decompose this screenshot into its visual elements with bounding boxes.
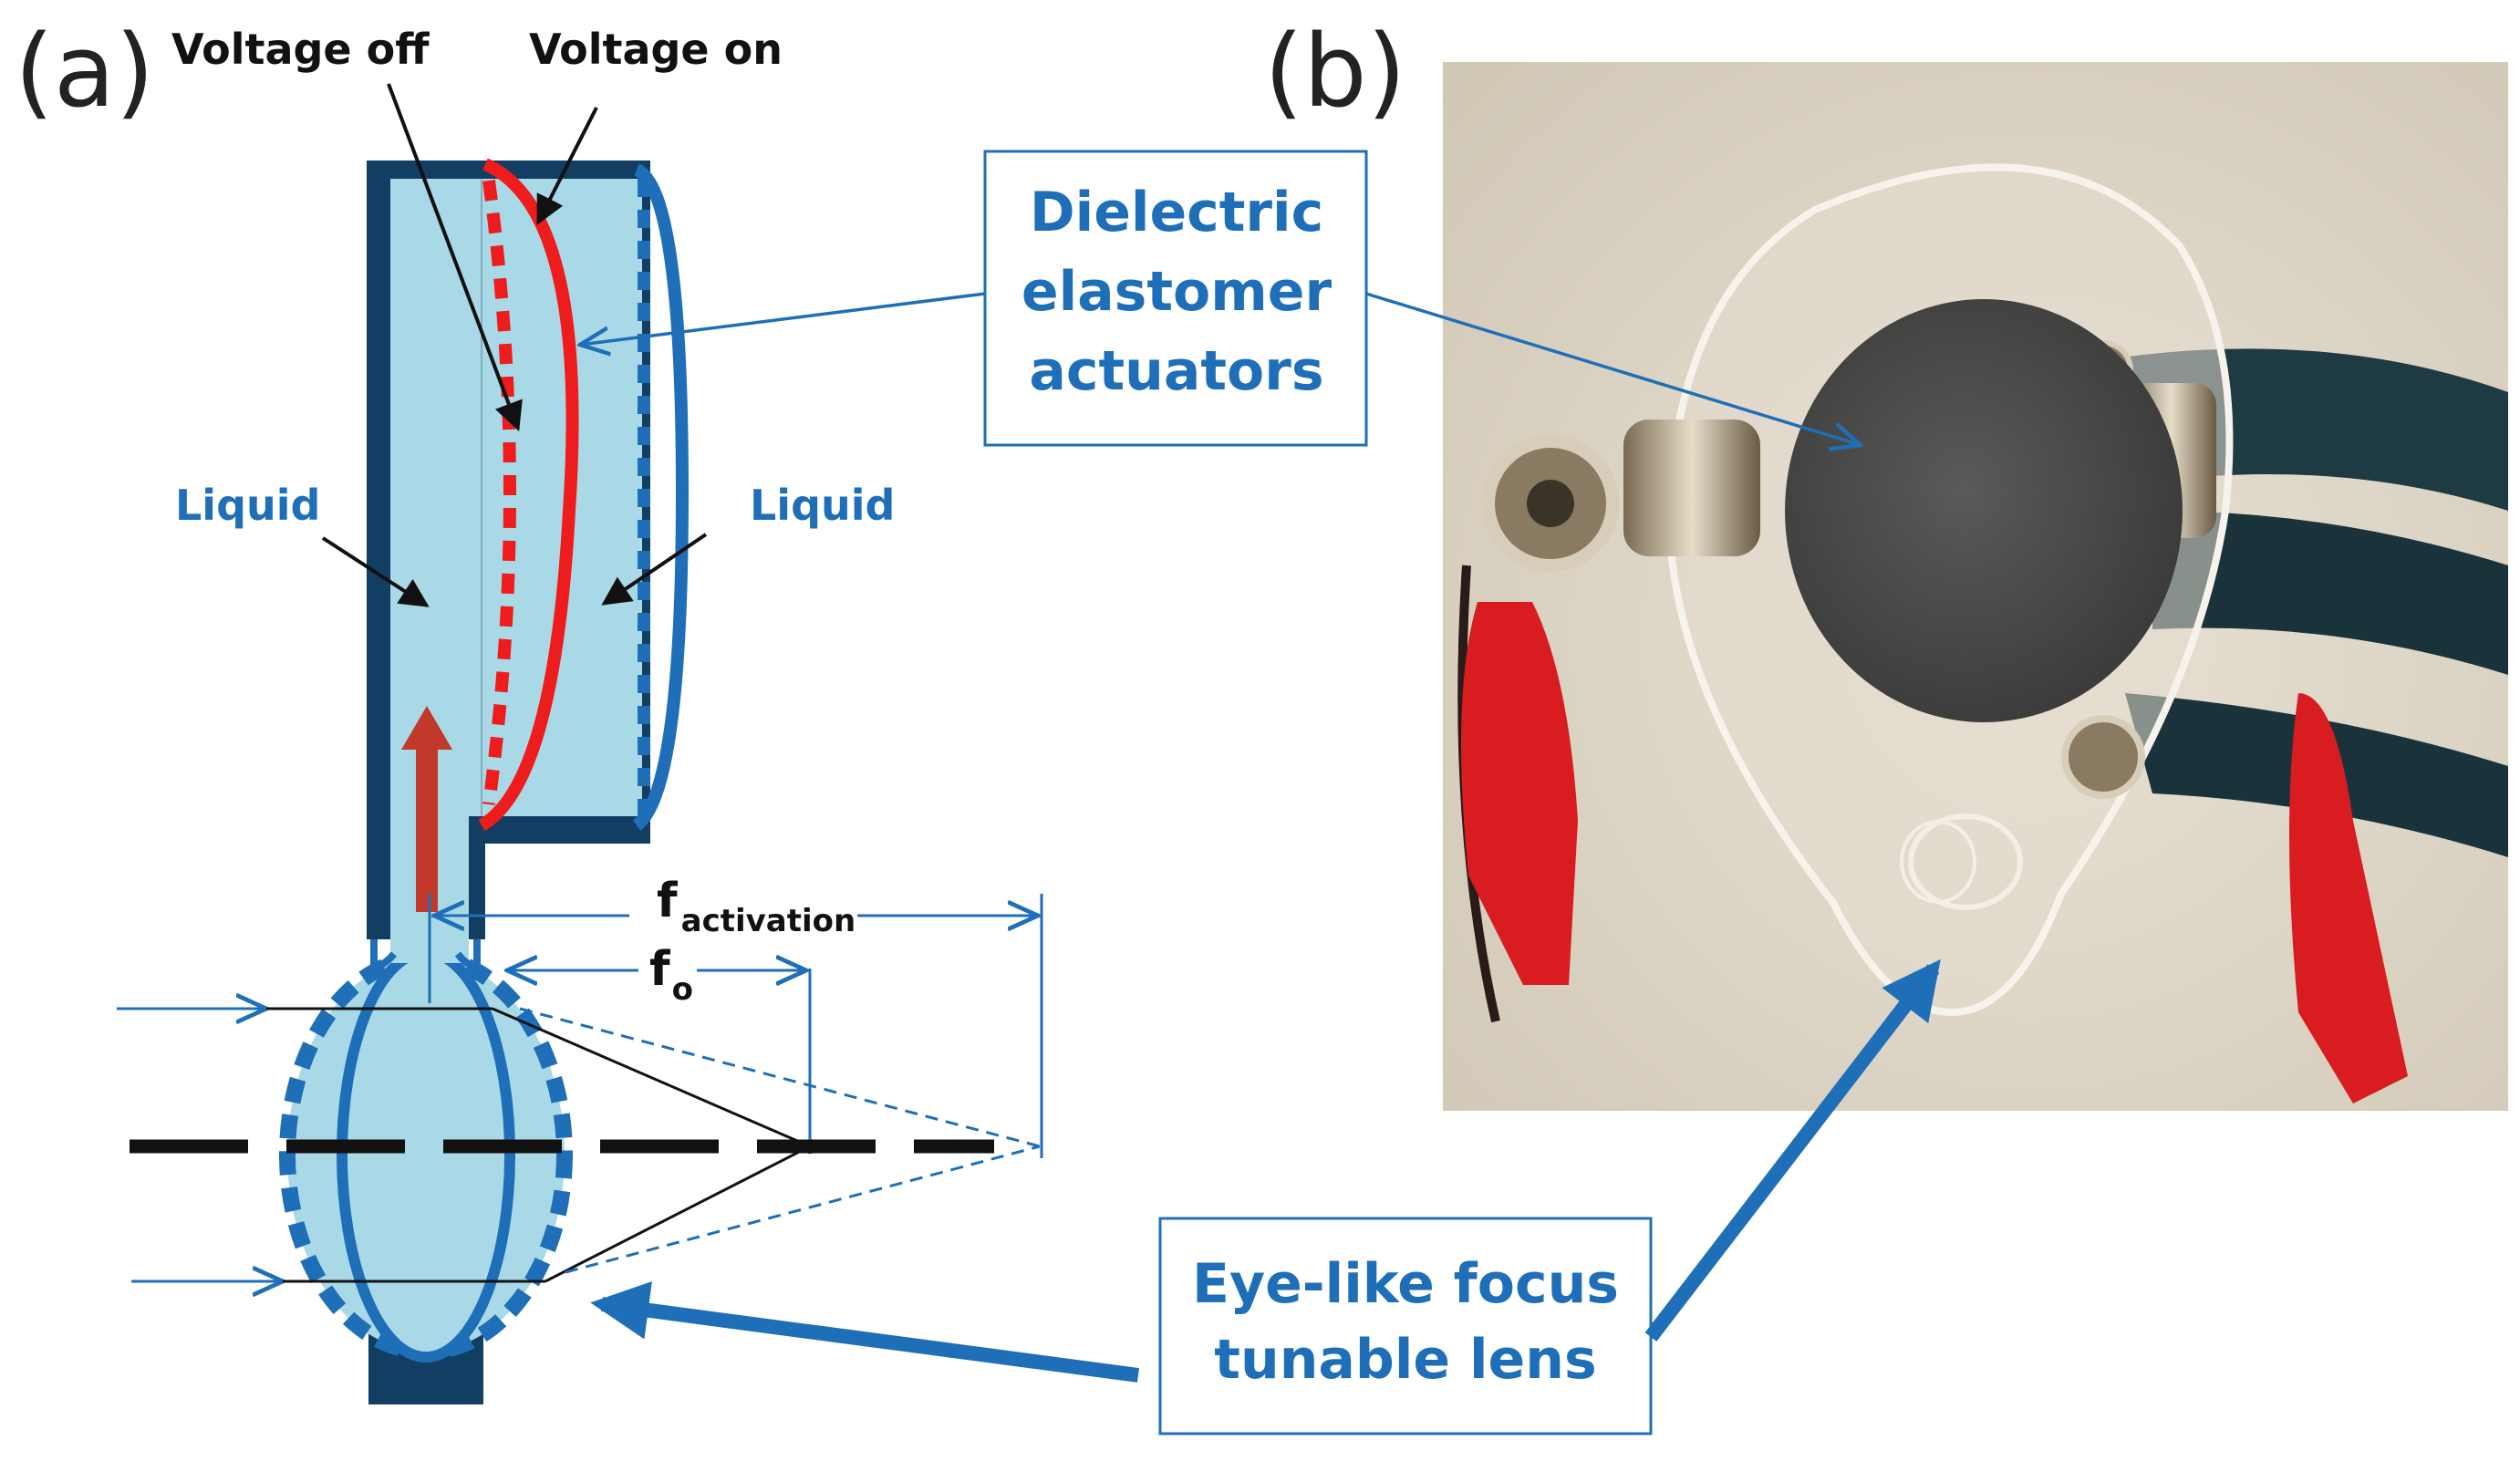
ray-top-to-fo: [492, 1007, 811, 1148]
liquid-right-pointer: [601, 533, 708, 606]
voltage-on-pointer: [536, 107, 598, 225]
callout-dielectric-box: [983, 150, 1368, 447]
callout-dielectric-line2: elastomer: [1021, 260, 1333, 324]
callout-dielectric-arrow-left: [580, 292, 986, 345]
screw-bottom: [2061, 715, 2145, 799]
liquid-label-left: Liquid: [175, 481, 320, 530]
callout-dielectric-arrow-right: [1365, 292, 1861, 445]
panel-label-b: (b): [1264, 13, 1406, 130]
callout-lens: Eye-like focus tunable lens: [590, 958, 1941, 1435]
red-clip-right: [2289, 693, 2408, 1104]
ray-top-to-factivation: [519, 1007, 1041, 1148]
flow-arrow-shaft: [416, 748, 438, 912]
callout-dielectric-line3: actuators: [1029, 339, 1323, 403]
callout-dielectric-line1: Dielectric: [1030, 181, 1323, 244]
clamp-hole-left: [1527, 480, 1574, 527]
callout-lens-line1: Eye-like focus: [1192, 1252, 1619, 1316]
liquid-label-right: Liquid: [750, 481, 895, 530]
callout-dielectric: Dielectric elastomer actuators: [580, 150, 1861, 447]
focal-o-label: fo: [649, 942, 693, 1008]
small-lens: [1908, 813, 2023, 910]
lens-neck-walls: [370, 939, 481, 971]
voltage-on-label: Voltage on: [529, 25, 783, 74]
ray-bottom-to-factivation: [565, 1145, 1041, 1274]
callout-lens-arrow-right: [1644, 958, 1941, 1342]
cable-middle: [2152, 511, 2508, 675]
focal-point-fo: [803, 1139, 817, 1154]
ray-bottom-to-fo: [544, 1145, 811, 1283]
flow-arrow-head: [401, 706, 452, 750]
callout-lens-box: [1158, 1217, 1653, 1435]
voltage-off-pointer: [387, 83, 523, 431]
liquid-left-pointer: [321, 536, 430, 607]
voltage-off-label: Voltage off: [171, 25, 430, 74]
small-lens-inner: [1900, 820, 1976, 904]
callout-lens-line2: tunable lens: [1214, 1328, 1596, 1392]
right-membrane-solid: [632, 163, 690, 831]
red-membrane-voltage-off: [482, 180, 516, 805]
chamber-interior: [390, 179, 642, 939]
red-clip-left: [1461, 602, 1578, 985]
callout-lens-arrow-left: [590, 1281, 1140, 1383]
device-photo: [1443, 62, 2508, 1111]
elastomer-disc: [1785, 299, 2183, 722]
clamp-left: [1623, 420, 1760, 556]
panel-label-a: (a): [15, 13, 154, 130]
lens-inner-solid: [337, 947, 515, 1363]
